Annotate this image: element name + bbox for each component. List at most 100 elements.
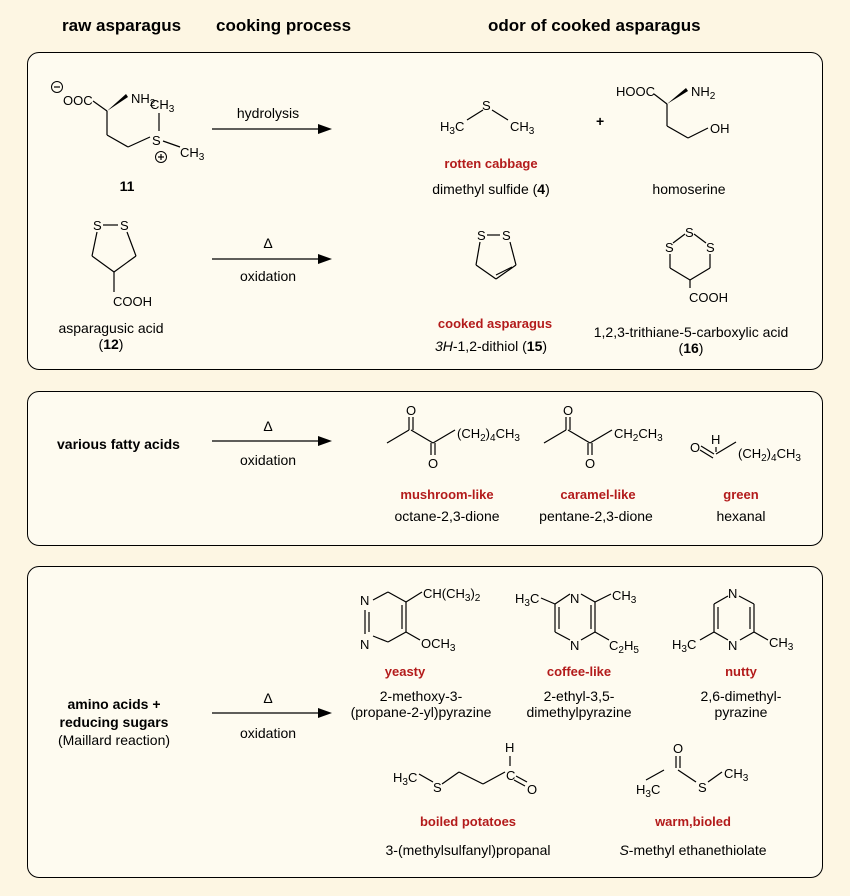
svg-text:O: O xyxy=(428,456,438,471)
svg-text:H3C: H3C xyxy=(636,782,660,800)
name-dimethylpyrazine-1: 2,6-dimethyl- xyxy=(700,688,782,704)
svg-text:COOH: COOH xyxy=(689,290,728,305)
box-asparagus-specific xyxy=(27,52,823,370)
svg-text:CH3: CH3 xyxy=(612,588,637,606)
structure-pentane-dione: O O CH2CH3 xyxy=(543,403,663,471)
svg-text:N: N xyxy=(360,593,369,608)
svg-text:C: C xyxy=(506,768,515,783)
compound-number-12: (12) xyxy=(98,336,124,352)
reaction-arrow-1 xyxy=(212,124,332,134)
svg-text:(CH2)4CH3: (CH2)4CH3 xyxy=(457,426,520,444)
name-dimethylpyrazine-2: pyrazine xyxy=(714,704,768,720)
atom-hooc: HOOC xyxy=(616,84,655,99)
odor-caramel-like: caramel-like xyxy=(560,487,636,502)
odor-mushroom-like: mushroom-like xyxy=(400,487,494,502)
svg-text:H: H xyxy=(505,740,514,755)
svg-text:NH2: NH2 xyxy=(691,84,716,102)
odor-yeasty: yeasty xyxy=(384,664,426,679)
odor-nutty: nutty xyxy=(725,664,757,679)
svg-text:S: S xyxy=(665,240,674,255)
svg-text:S: S xyxy=(502,228,511,243)
svg-text:O: O xyxy=(673,741,683,756)
svg-text:N: N xyxy=(728,586,737,601)
arrow-label-oxidation-3: oxidation xyxy=(239,725,297,741)
svg-text:N: N xyxy=(360,637,369,652)
start-various-fatty-acids: various fatty acids xyxy=(57,436,180,452)
svg-text:N: N xyxy=(570,638,579,653)
svg-text:H3C: H3C xyxy=(515,591,539,609)
svg-text:CH(CH3)2: CH(CH3)2 xyxy=(423,586,481,604)
reaction-arrow-4 xyxy=(212,708,332,718)
name-homoserine: homoserine xyxy=(652,181,726,197)
arrow-label-oxidation-2: oxidation xyxy=(239,452,297,468)
name-methoxy-pyrazine-2: (propane-2-yl)pyrazine xyxy=(350,704,492,720)
svg-text:S: S xyxy=(706,240,715,255)
name-ethyl-dimethylpyrazine-1: 2-ethyl-3,5- xyxy=(543,688,615,704)
svg-text:C2H5: C2H5 xyxy=(609,638,639,656)
svg-text:O: O xyxy=(527,782,537,797)
svg-text:CH3: CH3 xyxy=(180,145,205,163)
structure-methoxy-pyrazine: N N CH(CH3)2 OCH3 xyxy=(360,586,481,654)
svg-text:S: S xyxy=(482,98,491,113)
svg-text:(CH2)4CH3: (CH2)4CH3 xyxy=(738,446,801,464)
svg-text:CH3: CH3 xyxy=(510,119,535,137)
box-fatty-acids xyxy=(27,391,823,546)
arrow-label-hydrolysis: hydrolysis xyxy=(236,105,300,121)
svg-text:H3C: H3C xyxy=(440,119,464,137)
svg-text:O: O xyxy=(690,440,700,455)
odor-rotten-cabbage: rotten cabbage xyxy=(444,156,538,171)
box-maillard xyxy=(27,566,823,878)
odor-coffee-like: coffee-like xyxy=(546,664,612,679)
svg-text:N: N xyxy=(728,638,737,653)
structure-hexanal: H O (CH2)4CH3 xyxy=(690,432,801,464)
structure-dimethylpyrazine: N N H3C CH3 xyxy=(672,586,794,655)
name-methyl-thioacetate: S-methyl ethanethiolate xyxy=(619,842,767,858)
odor-boiled-potatoes: boiled potatoes xyxy=(419,814,517,829)
svg-text:CH3: CH3 xyxy=(724,766,749,784)
svg-text:S: S xyxy=(433,780,442,795)
arrow-label-delta-3: Δ xyxy=(263,690,273,706)
name-trithiane: 1,2,3-trithiane-5-carboxylic acid xyxy=(593,324,789,340)
compound-number-16: (16) xyxy=(678,340,704,356)
svg-text:CH3: CH3 xyxy=(769,635,794,653)
plus-sign: + xyxy=(596,113,605,129)
arrow-label-delta-1: Δ xyxy=(263,235,273,251)
odor-green: green xyxy=(723,487,759,502)
reaction-arrow-2 xyxy=(212,254,332,264)
start-amino-acids: amino acids + xyxy=(67,696,161,712)
structure-homoserine: HOOC NH2 OH xyxy=(616,84,730,139)
name-dithiol: 3H-1,2-dithiol (15) xyxy=(434,338,548,354)
svg-text:O: O xyxy=(563,403,573,418)
svg-text:S: S xyxy=(698,780,707,795)
header-raw-asparagus: raw asparagus xyxy=(62,16,182,35)
name-methoxy-pyrazine-1: 2-methoxy-3- xyxy=(379,688,463,704)
structure-trithiane: S S S COOH xyxy=(665,225,728,305)
structure-ethyl-dimethylpyrazine: H3C N N CH3 C2H5 xyxy=(515,588,639,656)
structure-dithiol: S S xyxy=(475,228,517,280)
name-dimethyl-sulfide: dimethyl sulfide (4) xyxy=(432,181,550,197)
structure-dimethyl-sulfide: H3C S CH3 xyxy=(440,98,535,137)
svg-text:O: O xyxy=(406,403,416,418)
atom-oh: OH xyxy=(710,121,730,136)
svg-text:O: O xyxy=(585,456,595,471)
compound-number-11: 11 xyxy=(119,178,135,194)
name-pentane-dione: pentane-2,3-dione xyxy=(539,508,653,524)
atom-cooh: COOH xyxy=(113,294,152,309)
arrow-label-oxidation-1: oxidation xyxy=(239,268,297,284)
header-cooking-process: cooking process xyxy=(216,16,352,35)
structure-compound-11: OOC NH2 S CH3 CH3 xyxy=(51,81,205,163)
structure-methional: H3C S H C O xyxy=(393,740,537,797)
svg-text:OCH3: OCH3 xyxy=(421,636,456,654)
svg-text:S: S xyxy=(120,218,129,233)
reaction-arrow-3 xyxy=(212,436,332,446)
svg-text:N: N xyxy=(570,591,579,606)
svg-text:H3C: H3C xyxy=(672,637,696,655)
name-methional: 3-(methylsulfanyl)propanal xyxy=(385,842,551,858)
start-reducing-sugars: reducing sugars xyxy=(59,714,169,730)
odor-cooked-asparagus: cooked asparagus xyxy=(437,316,553,331)
structure-methyl-thioacetate: H3C O S CH3 xyxy=(636,741,749,800)
name-asparagusic-acid: asparagusic acid xyxy=(58,320,164,336)
header-odor: odor of cooked asparagus xyxy=(488,16,701,35)
atom-s: S xyxy=(152,133,161,148)
atom-ooc: OOC xyxy=(63,93,93,108)
